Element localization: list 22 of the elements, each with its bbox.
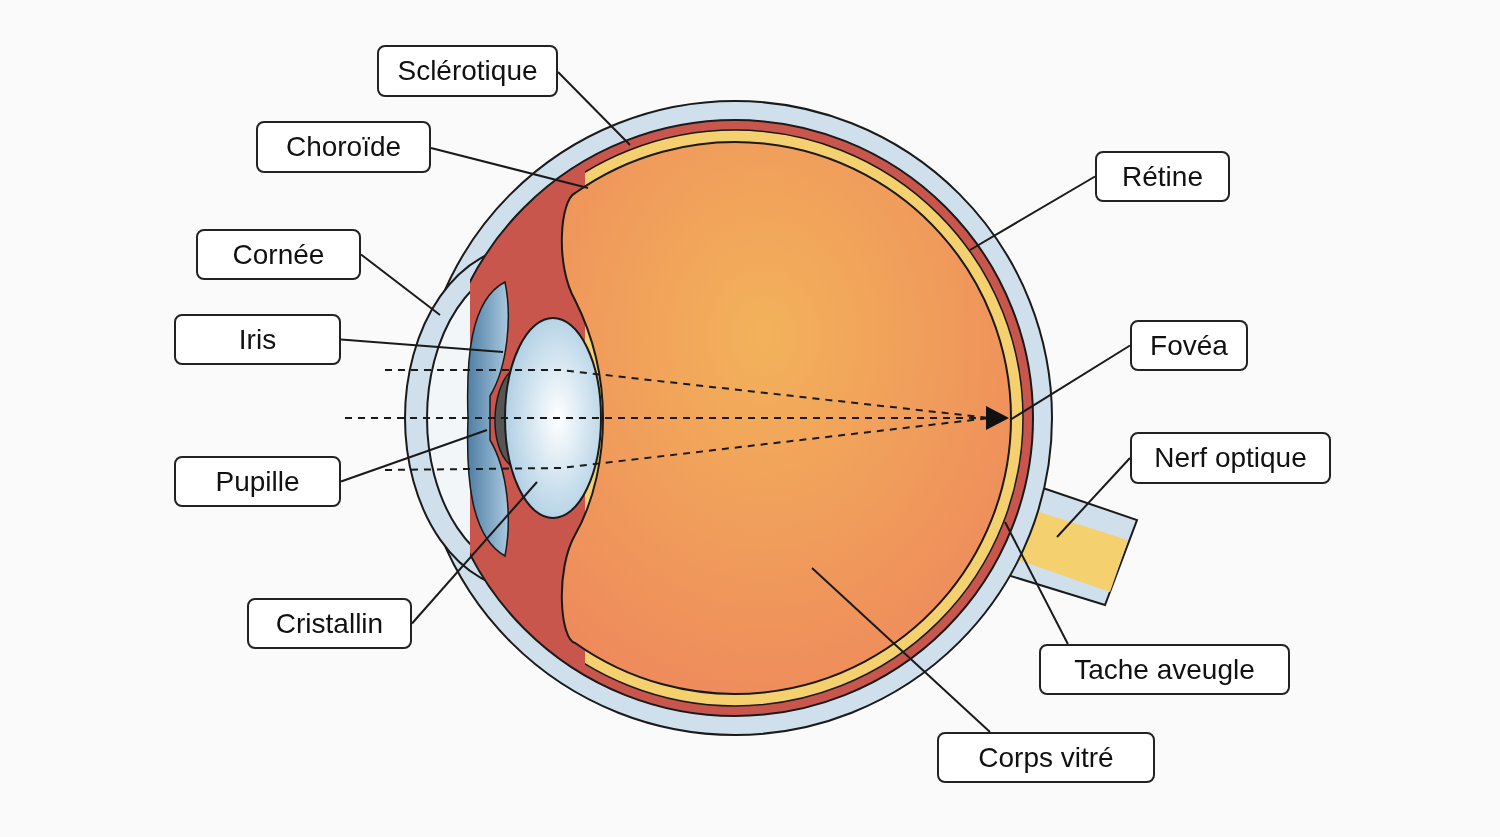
part-label: Iris xyxy=(174,314,341,365)
part-label: Rétine xyxy=(1095,151,1230,202)
leader-line xyxy=(1009,344,1131,421)
part-label: Corps vitré xyxy=(937,732,1155,783)
part-label: Tache aveugle xyxy=(1039,644,1290,695)
part-label: Sclérotique xyxy=(377,45,558,97)
leader-line xyxy=(1004,521,1069,645)
part-label: Cornée xyxy=(196,229,361,280)
leader-line xyxy=(360,253,441,316)
part-label: Pupille xyxy=(174,456,341,507)
leader-line xyxy=(811,567,991,733)
part-label: Nerf optique xyxy=(1130,432,1331,484)
part-label: Cristallin xyxy=(247,598,412,649)
part-label: Fovéa xyxy=(1130,320,1248,371)
part-label: Choroïde xyxy=(256,121,431,173)
leader-line xyxy=(430,147,589,189)
leader-line xyxy=(1056,457,1131,538)
leader-line xyxy=(411,481,538,625)
leader-line xyxy=(340,429,488,483)
leader-line xyxy=(969,175,1096,251)
leader-line xyxy=(340,338,504,353)
leader-line xyxy=(557,71,631,146)
